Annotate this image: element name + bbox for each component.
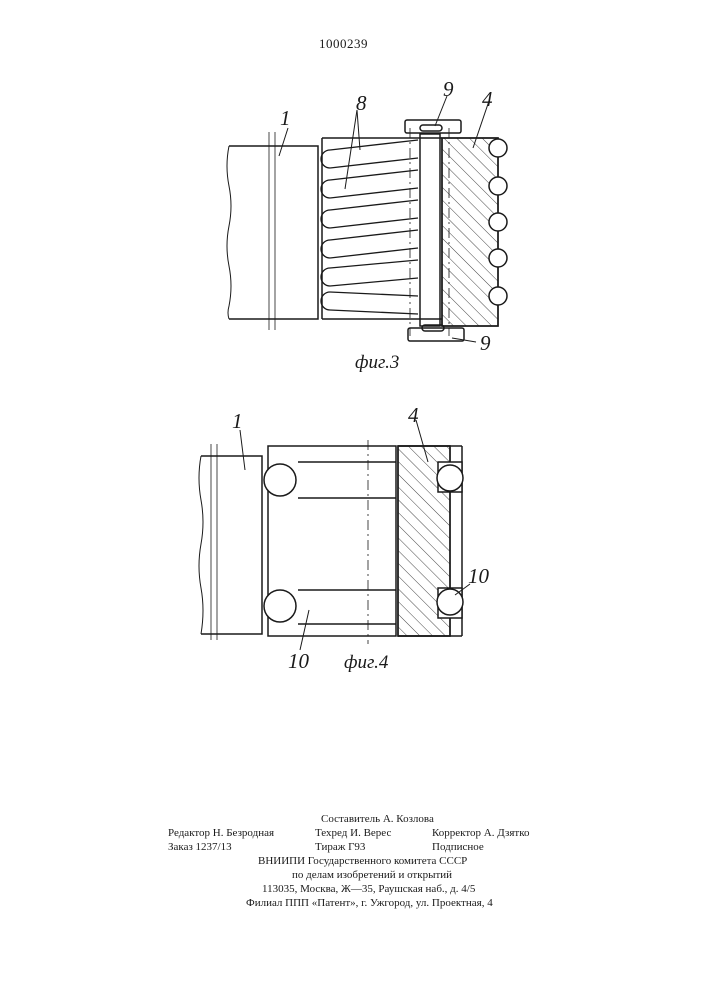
imprint-compiler: Составитель А. Козлова — [321, 812, 434, 826]
imprint-block: Составитель А. Козлова Редактор Н. Безро… — [168, 812, 548, 910]
fig4-label-10-bottom: 10 — [288, 649, 310, 673]
fig4-label-1: 1 — [232, 409, 243, 433]
imprint-order: Заказ 1237/13 — [168, 840, 232, 854]
fig3-part9-top — [405, 120, 461, 133]
imprint-tech-editor: Техред И. Верес — [315, 826, 391, 840]
imprint-branch: Филиал ППП «Патент», г. Ужгород, ул. Про… — [246, 896, 493, 910]
fig3-caption: фиг.3 — [355, 352, 399, 373]
fig3-spring-coils — [321, 140, 418, 314]
fig4-part1-body — [199, 444, 262, 640]
fig3-label-9-top: 9 — [443, 77, 454, 101]
figure-4 — [199, 420, 470, 650]
imprint-address: 113035, Москва, Ж—35, Раушская наб., д. … — [262, 882, 475, 896]
imprint-org-line1: ВНИИПИ Государственного комитета СССР — [258, 854, 467, 868]
imprint-proofreader: Корректор А. Дзятко — [432, 826, 530, 840]
imprint-org-line2: по делам изобретений и открытий — [292, 868, 452, 882]
imprint-editor: Редактор Н. Безродная — [168, 826, 274, 840]
fig4-label-10-right: 10 — [468, 564, 490, 588]
fig3-label-8: 8 — [356, 91, 367, 115]
fig3-part1-body — [227, 132, 318, 330]
fig3-label-4: 4 — [482, 87, 493, 111]
imprint-circulation: Тираж Г93 — [315, 840, 365, 854]
figure-3 — [227, 96, 507, 342]
fig4-rods — [264, 462, 396, 624]
fig4-caption: фиг.4 — [344, 652, 389, 673]
fig3-label-9-bottom: 9 — [480, 331, 491, 355]
fig3-label-1: 1 — [280, 106, 291, 130]
imprint-subscription: Подписное — [432, 840, 484, 854]
fig4-label-4: 4 — [408, 403, 419, 427]
